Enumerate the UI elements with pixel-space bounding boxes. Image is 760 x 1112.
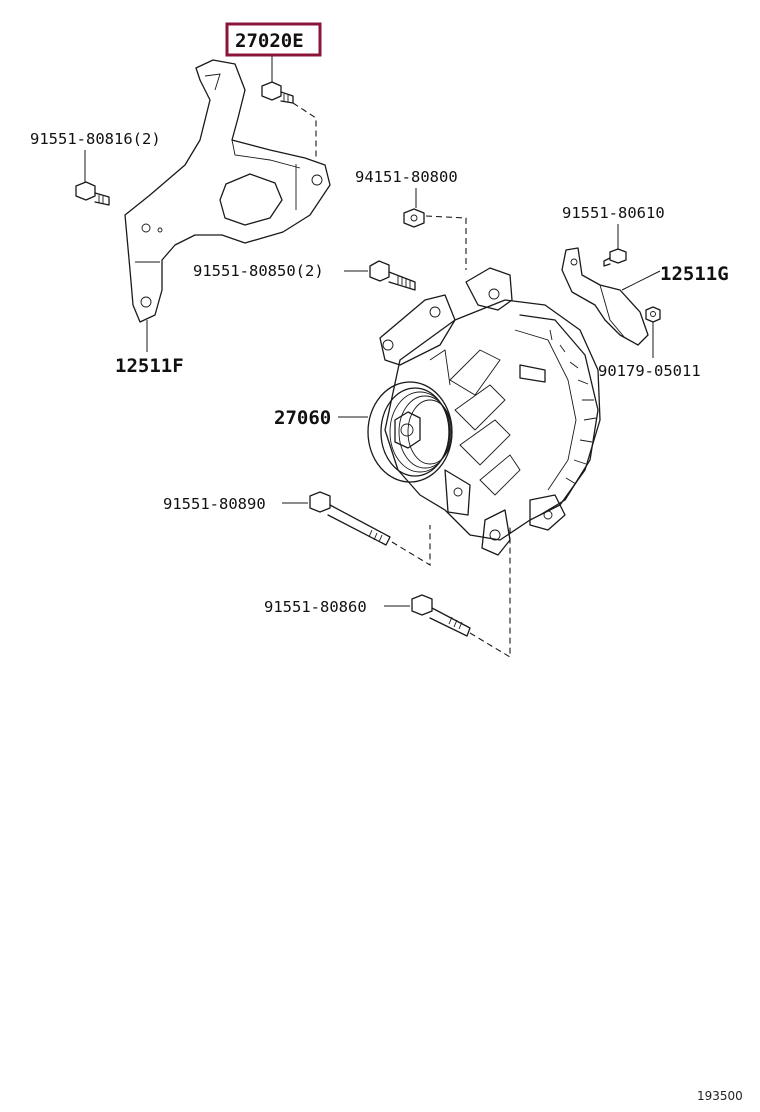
bolt-icon-80816 (75, 181, 110, 206)
bolt-icon-top (261, 81, 294, 104)
bolt-icon-80610 (603, 248, 627, 267)
callout-27020E[interactable]: 27020E (225, 22, 322, 57)
upper-bracket (124, 59, 331, 323)
reference-number: 193500 (697, 1089, 743, 1103)
small-bracket-12511G (561, 247, 649, 346)
dash-80860 (469, 525, 511, 658)
callout-label-91551-80610[interactable]: 91551-80610 (562, 204, 665, 222)
callout-label-90179-05011[interactable]: 90179-05011 (598, 362, 701, 380)
callout-label-91551-80890[interactable]: 91551-80890 (163, 495, 266, 513)
alternator-body (367, 267, 601, 556)
dash-nut (425, 215, 467, 270)
dash-80890 (391, 525, 431, 566)
nut-icon-80800 (403, 208, 425, 228)
nut-icon-05011 (645, 306, 661, 323)
bolt-icon-80860 (411, 594, 471, 637)
callout-label-94151-80800[interactable]: 94151-80800 (355, 168, 458, 186)
bolt-icon-80850 (369, 260, 416, 291)
callout-label-27060[interactable]: 27060 (274, 407, 331, 429)
highlight-box (225, 22, 322, 57)
bolt-icon-80890 (309, 491, 391, 546)
callout-label-12511F[interactable]: 12511F (115, 355, 184, 377)
callout-label-91551-80850[interactable]: 91551-80850(2) (193, 262, 324, 280)
callout-label-27020E: 27020E (235, 30, 304, 52)
dash-top-bolt (292, 102, 317, 160)
callout-label-91551-80816[interactable]: 91551-80816(2) (30, 130, 161, 148)
leader-12511G (621, 270, 661, 291)
callout-label-91551-80860[interactable]: 91551-80860 (264, 598, 367, 616)
callout-label-12511G[interactable]: 12511G (660, 263, 729, 285)
